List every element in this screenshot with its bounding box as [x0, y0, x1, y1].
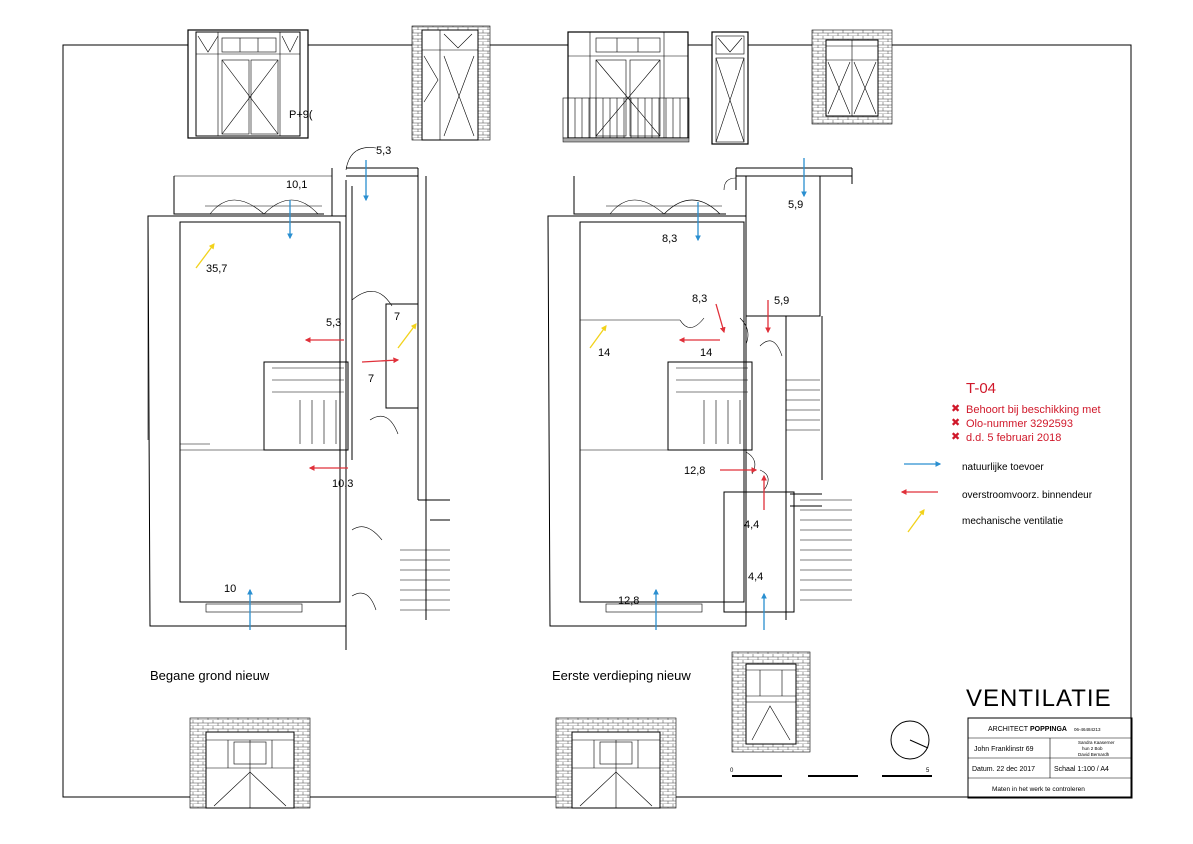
elevation-first-side-window: [811, 29, 893, 125]
permit-line-3: d.d. 5 februari 2018: [966, 432, 1061, 444]
permit-stamp: T-04 ✖ ✖ ✖ Behoort bij beschikking met O…: [951, 380, 1101, 444]
north-arrow-icon: [890, 720, 930, 760]
drawing-scale: Schaal 1:100 / A4: [1054, 766, 1109, 773]
first-value-e: 14: [598, 347, 610, 359]
permit-mark-3: ✖: [951, 431, 960, 443]
permit-line-2: Olo-nummer 3292593: [966, 418, 1073, 430]
elevation-ground-front-door: P+9(: [187, 29, 313, 139]
permit-mark-2: ✖: [951, 417, 960, 429]
first-value-h: 4,4: [744, 519, 759, 531]
first-value-a: 8,3: [662, 233, 677, 245]
drawing-title: VENTILATIE: [966, 685, 1112, 712]
legend-label-mechanical: mechanische ventilatie: [962, 516, 1064, 527]
first-value-b: 5,9: [788, 199, 803, 211]
ground-floor-label: Begane grond nieuw: [150, 668, 270, 683]
ground-value-b: 5,3: [376, 145, 391, 157]
ground-flow-arrows: [195, 160, 417, 630]
elevation-bottom-ground-window: [189, 717, 311, 809]
ground-value-e: 7: [394, 311, 400, 323]
project-address: John Franklinstr 69: [974, 746, 1034, 753]
permit-line-1: Behoort bij beschikking met: [966, 404, 1101, 416]
first-value-c: 8,3: [692, 293, 707, 305]
legend-label-overflow: overstroomvoorz. binnendeur: [962, 490, 1093, 501]
elevation-first-side-door: [711, 31, 749, 145]
elevation-ground-side-door: [411, 25, 491, 141]
first-value-d: 5,9: [774, 295, 789, 307]
first-value-f: 14: [700, 347, 712, 359]
first-floor-label: Eerste verdieping nieuw: [552, 668, 691, 683]
architect-code: 06-46484213: [1074, 727, 1101, 732]
elevation-tag: P+9(: [289, 109, 313, 121]
client-line-1: Sandra Kaaserner: [1078, 740, 1115, 745]
drawing-date: Datum. 22 dec 2017: [972, 766, 1035, 773]
scale-bar: 0 5: [730, 768, 932, 777]
client-line-2: hun 2 Bob: [1082, 746, 1103, 751]
floorplan-first: [547, 167, 853, 627]
ground-value-f: 7: [368, 373, 374, 385]
architect-prefix: ARCHITECT: [988, 726, 1029, 733]
permit-code: T-04: [966, 380, 996, 397]
ground-value-g: 10,3: [332, 478, 353, 490]
scale-end: 5: [926, 768, 930, 774]
elevation-bottom-first-window: [555, 717, 677, 809]
ground-value-d: 5,3: [326, 317, 341, 329]
first-flow-values: 8,3 5,9 8,3 5,9 14 14 12,8 4,4 4,4 12,8: [598, 199, 803, 607]
ground-flow-values: 10,1 5,3 35,7 5,3 7 7 10,3 10: [206, 145, 400, 595]
ground-value-h: 10: [224, 583, 236, 595]
ground-value-c: 35,7: [206, 263, 227, 275]
first-value-j: 12,8: [618, 595, 639, 607]
elevation-first-balcony-door: [562, 31, 690, 143]
permit-mark-1: ✖: [951, 403, 960, 415]
first-value-i: 4,4: [748, 571, 763, 583]
scale-start: 0: [730, 768, 734, 774]
title-block: ARCHITECT POPPINGA 06-46484213 John Fran…: [967, 717, 1133, 799]
floorplan-ground: [147, 147, 450, 650]
architect-name: POPPINGA: [1030, 726, 1067, 733]
legend-label-supply: natuurlijke toevoer: [962, 462, 1044, 473]
first-value-g: 12,8: [684, 465, 705, 477]
first-flow-arrows: [589, 158, 807, 630]
measure-note: Maten in het werk te controleren: [992, 786, 1085, 793]
legend: natuurlijke toevoer overstroomvoorz. bin…: [900, 461, 1093, 533]
legend-arrow-mechanical: [907, 509, 925, 533]
elevation-bottom-side-window: [731, 651, 811, 753]
client-line-3: David Bernardh: [1078, 752, 1110, 757]
ground-value-a: 10,1: [286, 179, 307, 191]
